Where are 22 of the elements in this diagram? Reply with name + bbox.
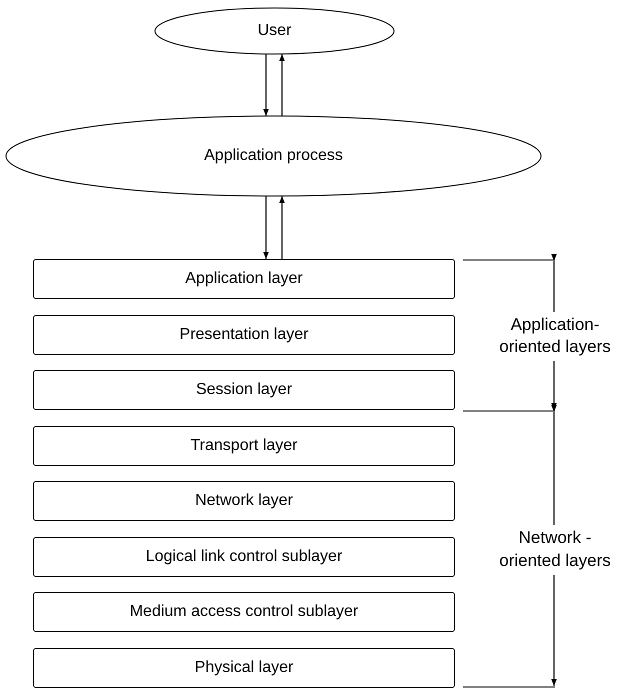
node-label: User — [258, 21, 292, 41]
node-label: Application layer — [185, 269, 303, 289]
layer-box — [33, 314, 455, 354]
node-label: Session layer — [196, 380, 292, 400]
node-label: Transport layer — [190, 436, 298, 456]
node-label: Logical link control sublayer — [146, 546, 342, 566]
node-label: Presentation layer — [180, 324, 308, 344]
arrow — [279, 196, 285, 259]
layer-box — [33, 648, 455, 688]
node-label: Application process — [204, 146, 343, 166]
layer-box — [33, 592, 455, 632]
arrow — [263, 54, 269, 116]
node-label: Medium access control sublayer — [130, 602, 358, 622]
arrow — [263, 196, 269, 259]
node-label: Network layer — [195, 491, 293, 511]
arrow — [279, 54, 285, 116]
layer-box — [33, 259, 455, 299]
node-label: Physical layer — [194, 658, 294, 678]
layer-box — [33, 426, 455, 466]
layer-box — [33, 536, 455, 576]
layer-box — [33, 370, 455, 410]
layer-box — [33, 481, 455, 521]
